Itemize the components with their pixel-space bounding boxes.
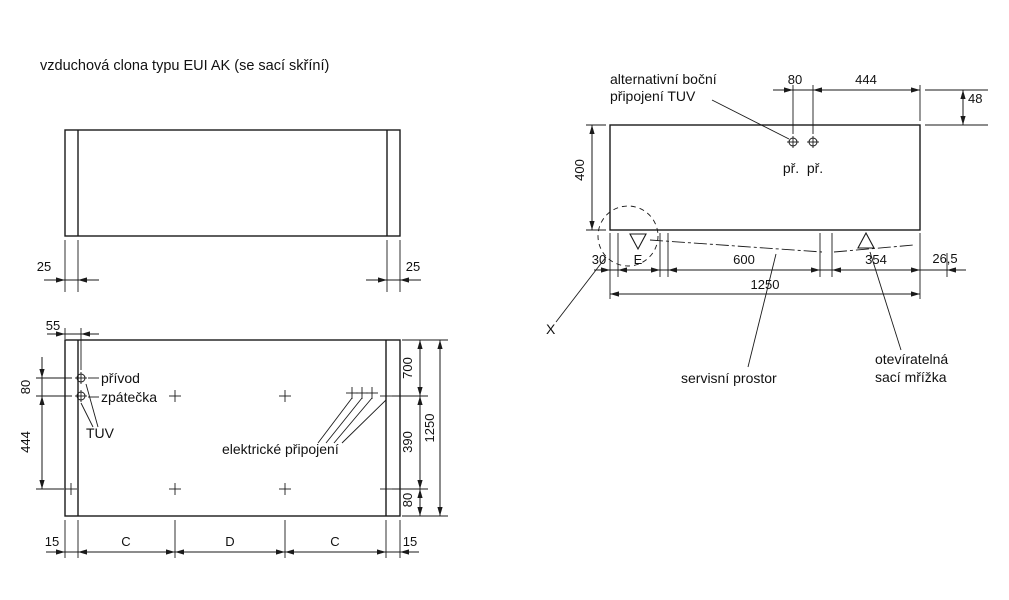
plan-labels: přívod zpátečka TUV elektrické připojení xyxy=(80,370,387,457)
plan-dims-left: 80 444 xyxy=(18,357,72,490)
dim-48: 48 xyxy=(968,91,982,106)
side-alt-label: alternativní boční připojení TUV xyxy=(610,71,790,140)
side-view-outline xyxy=(609,124,921,231)
label-zpatecka: zpátečka xyxy=(101,389,157,405)
front-view: 25 25 xyxy=(37,129,421,292)
label-tuv: TUV xyxy=(86,425,115,441)
side-dims-bottom: 30 E 600 354 26,5 1250 xyxy=(592,233,966,299)
label-pr-right: př. xyxy=(807,160,823,176)
dim-354: 354 xyxy=(865,252,887,267)
dim-1250-side: 1250 xyxy=(751,277,780,292)
dim-700: 700 xyxy=(400,357,415,379)
dim-30: 30 xyxy=(592,252,606,267)
dim-d: D xyxy=(225,534,234,549)
dim-444-top: 444 xyxy=(855,72,877,87)
side-callouts: servisní prostor otevíratelná sací mřížk… xyxy=(681,251,948,386)
label-elektricke-pripojeni: elektrické připojení xyxy=(222,441,339,457)
label-servisni-prostor: servisní prostor xyxy=(681,370,777,386)
dim-80-left: 80 xyxy=(18,380,33,394)
plan-view-outline xyxy=(64,339,401,517)
dim-400: 400 xyxy=(572,159,587,181)
label-alt-2: připojení TUV xyxy=(610,88,696,104)
drawing-title: vzduchová clona typu EUI AK (se sací skř… xyxy=(40,58,329,74)
dim-600: 600 xyxy=(733,252,755,267)
detail-x-circle xyxy=(597,205,659,267)
dim-26-5: 26,5 xyxy=(932,251,957,266)
dim-80-right: 80 xyxy=(400,493,415,507)
label-otviratelna-1: otevíratelná xyxy=(875,351,948,367)
tuv-connection-zpatecka xyxy=(74,389,88,403)
detail-x: X xyxy=(546,205,659,337)
dim-c-right: C xyxy=(330,534,339,549)
service-space-line-1 xyxy=(649,239,823,253)
front-dim-25-left: 25 xyxy=(37,240,99,292)
dim-15-right: 15 xyxy=(403,534,417,549)
air-outlet-triangle-down xyxy=(629,233,647,251)
plan-view: přívod zpátečka TUV elektrické připojení… xyxy=(18,318,448,558)
label-otviratelna-2: sací mřížka xyxy=(875,369,947,385)
dim-e: E xyxy=(634,252,643,267)
label-detail-x: X xyxy=(546,321,556,337)
side-view: př. př. alternativní boční připojení TUV… xyxy=(546,71,988,386)
dim-25-left: 25 xyxy=(37,259,51,274)
suction-grille-triangle-up xyxy=(857,231,875,249)
dim-c-left: C xyxy=(121,534,130,549)
plan-dim-55: 55 xyxy=(46,318,99,370)
label-privod: přívod xyxy=(101,370,140,386)
dim-55: 55 xyxy=(46,318,60,333)
side-dims-top: 80 444 48 xyxy=(773,72,988,134)
front-dim-25-right: 25 xyxy=(366,240,421,292)
dim-390: 390 xyxy=(400,431,415,453)
label-pr-left: př. xyxy=(783,160,799,176)
dim-1250-plan: 1250 xyxy=(422,414,437,443)
tuv-connection-privod xyxy=(74,371,88,385)
side-dim-400: 400 xyxy=(572,124,606,231)
front-view-outline xyxy=(64,129,401,237)
label-alt-1: alternativní boční xyxy=(610,71,717,87)
plan-dims-bottom: 15 C D C 15 xyxy=(45,520,419,558)
dim-15-left: 15 xyxy=(45,534,59,549)
plan-dims-right: 700 390 80 1250 xyxy=(392,339,448,517)
service-space-line-2 xyxy=(833,244,915,253)
side-tuv-connections: př. př. xyxy=(783,135,823,176)
dim-25-right: 25 xyxy=(406,259,420,274)
dim-444-left: 444 xyxy=(18,431,33,453)
dim-80-top: 80 xyxy=(788,72,802,87)
